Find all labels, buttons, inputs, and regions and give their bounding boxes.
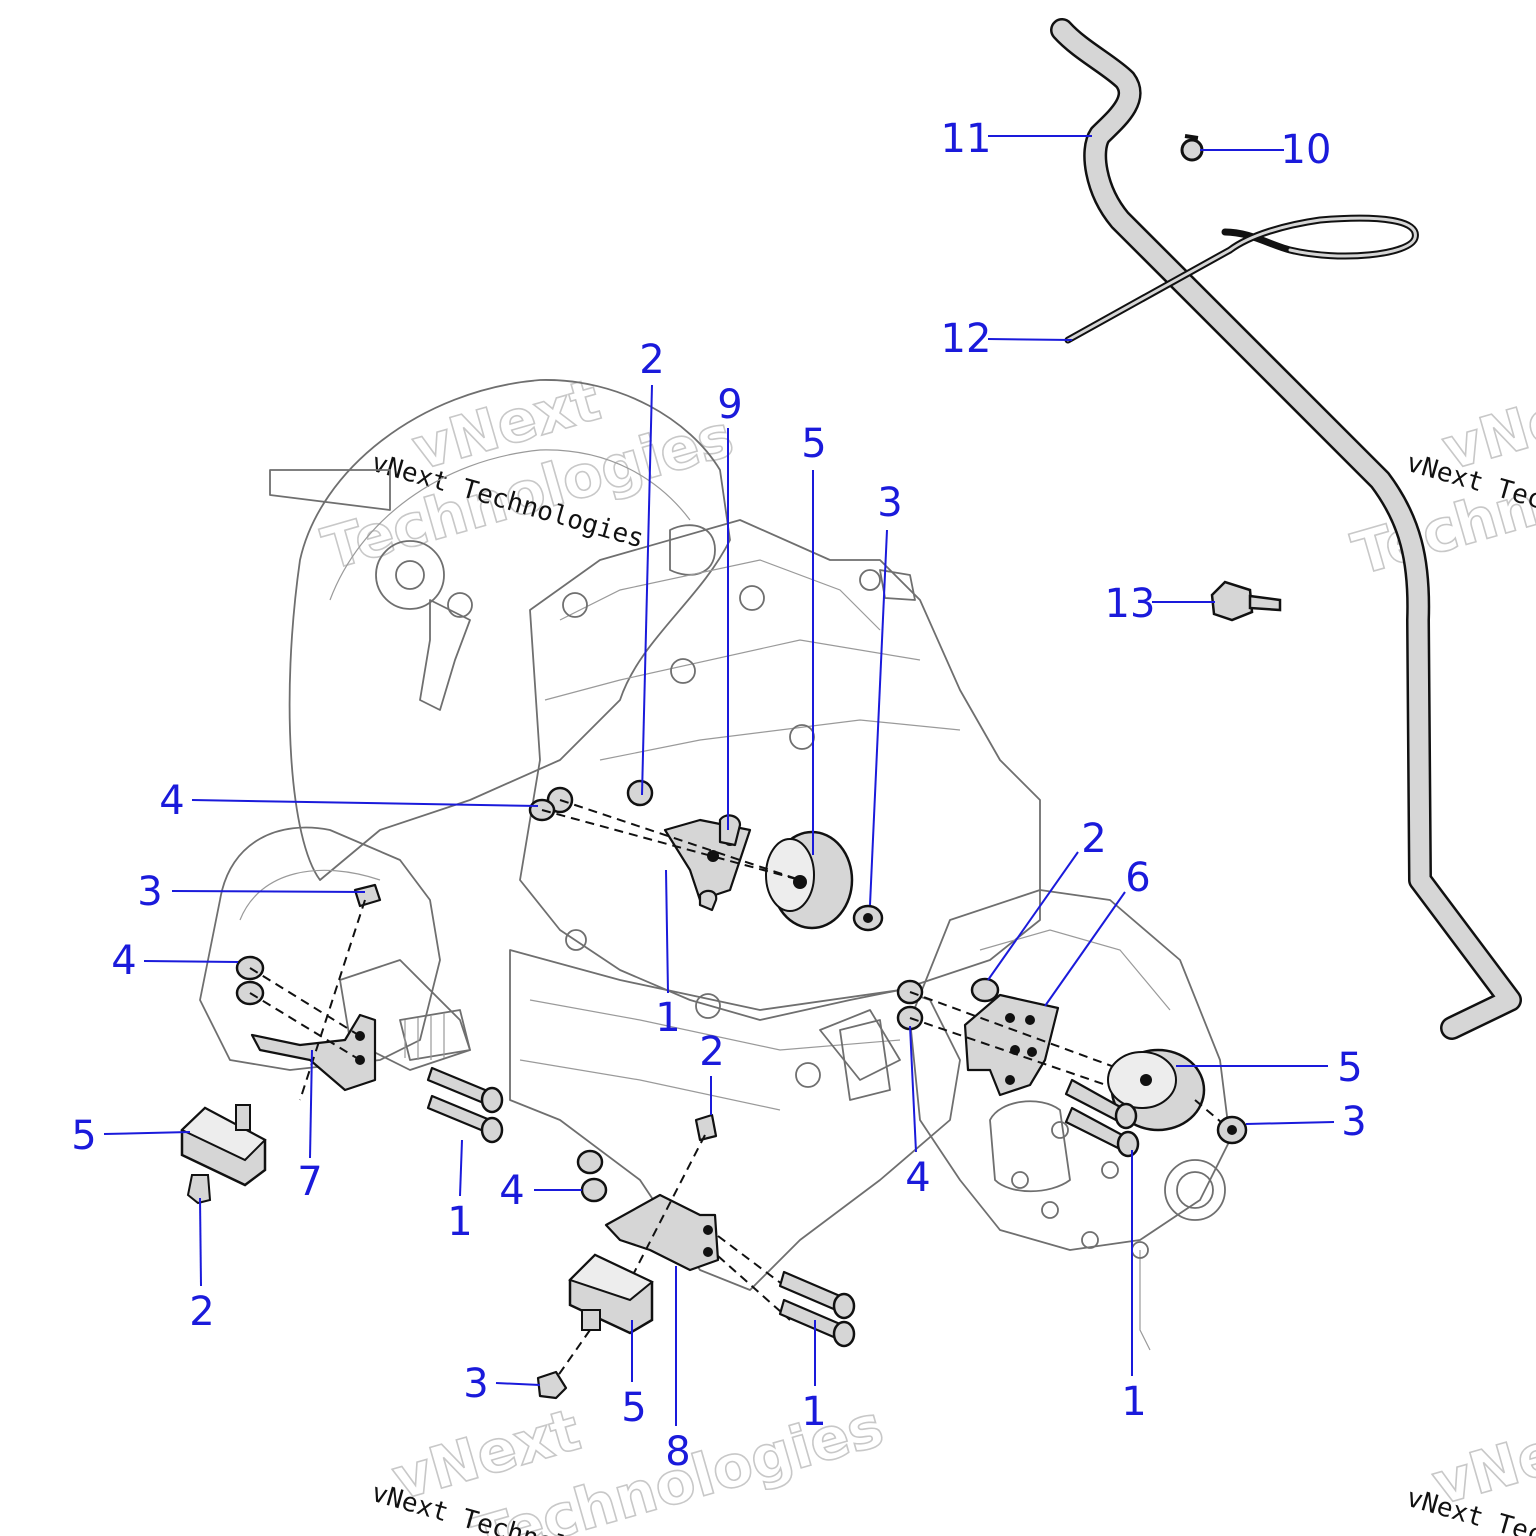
callout-label: 1 xyxy=(1121,1379,1146,1425)
callout-leader xyxy=(191,799,539,807)
callout-label: 4 xyxy=(905,1155,930,1201)
callout-leader xyxy=(143,960,239,963)
upper-rubber-mount xyxy=(765,830,854,930)
left-rubber-mount xyxy=(180,1104,267,1205)
watermark-group: vNext Technologies vNext Technologies vN… xyxy=(314,365,1536,1536)
callout-label: 3 xyxy=(1341,1099,1366,1145)
callout-leader xyxy=(1245,1121,1335,1125)
hose-clamp xyxy=(1180,134,1204,162)
callout-leader xyxy=(987,851,1079,981)
callout-label: 5 xyxy=(621,1385,646,1431)
upper-flange-nut xyxy=(852,904,884,932)
callout-leader xyxy=(869,529,888,906)
breather-fitting xyxy=(1210,580,1282,622)
callout-label: 6 xyxy=(1125,855,1150,901)
callout-label: 3 xyxy=(137,869,162,915)
callout-label: 2 xyxy=(699,1029,724,1075)
callout-label: 8 xyxy=(665,1429,690,1475)
callout-leader xyxy=(495,1382,541,1386)
callout-label: 5 xyxy=(71,1113,96,1159)
callout-label: 11 xyxy=(941,116,992,162)
callout-leader xyxy=(171,890,366,893)
left-mount-bracket xyxy=(250,1013,377,1092)
lower-flange-nut xyxy=(536,1370,568,1400)
callout-leader xyxy=(665,869,669,994)
engine-assembly xyxy=(199,379,1231,1351)
left-bolts xyxy=(426,1066,504,1144)
callout-label: 2 xyxy=(1081,816,1106,862)
callout-leader xyxy=(641,384,653,796)
callout-label: 9 xyxy=(717,382,742,428)
callout-leader xyxy=(1044,891,1126,1007)
callout-label: 1 xyxy=(655,995,680,1041)
lower-bolts xyxy=(778,1270,856,1348)
callout-leader xyxy=(987,338,1073,341)
callout-label: 1 xyxy=(447,1199,472,1245)
callout-leader xyxy=(199,1197,202,1287)
right-bolts xyxy=(1064,1078,1140,1158)
callout-leader xyxy=(909,1025,917,1153)
parts xyxy=(180,18,1522,1400)
callout-label: 5 xyxy=(1337,1045,1362,1091)
callout-label: 2 xyxy=(189,1289,214,1335)
lower-rubber-mount xyxy=(568,1253,654,1335)
callout-label: 5 xyxy=(801,421,826,467)
callout-label: 4 xyxy=(111,938,136,984)
callout-label: 3 xyxy=(463,1361,488,1407)
callout-label: 7 xyxy=(297,1159,322,1205)
callout-label: 3 xyxy=(877,480,902,526)
callout-leader xyxy=(103,1131,191,1135)
callout-leader xyxy=(459,1139,463,1197)
callout-label: 13 xyxy=(1105,581,1156,627)
callout-label: 12 xyxy=(941,316,992,362)
callout-label: 1 xyxy=(801,1389,826,1435)
callout-leader xyxy=(309,1049,313,1159)
callout-label: 10 xyxy=(1281,127,1332,173)
right-flange-nut xyxy=(1216,1115,1248,1145)
callout-label: 4 xyxy=(499,1168,524,1214)
callout-label: 2 xyxy=(639,337,664,383)
callout-label: 4 xyxy=(159,778,184,824)
upper-washers xyxy=(528,779,654,822)
lower-mount-bracket xyxy=(604,1193,720,1272)
